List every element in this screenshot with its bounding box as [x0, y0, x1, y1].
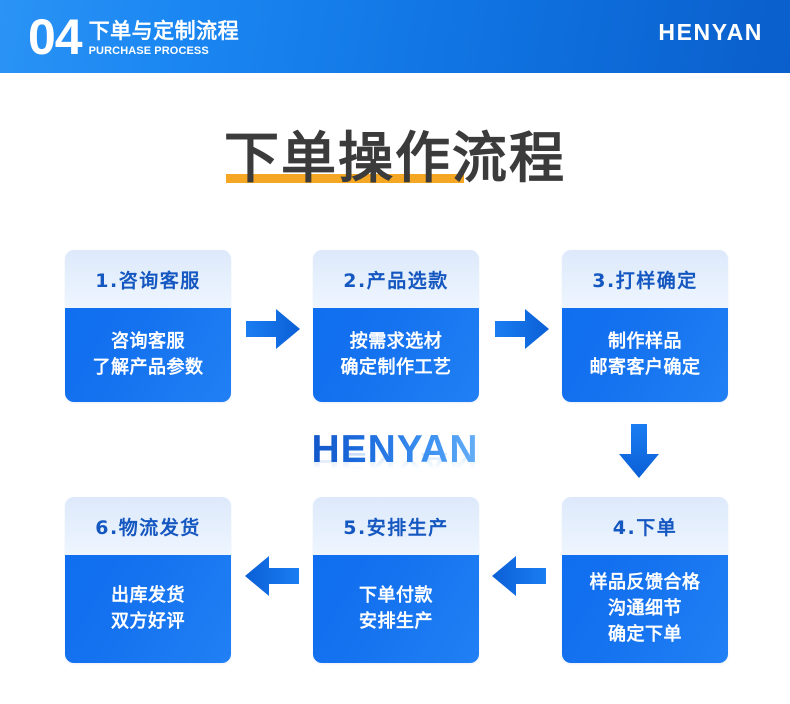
flow-step-body-4: 样品反馈合格 沟通细节 确定下单: [562, 555, 728, 663]
section-title-en: PURCHASE PROCESS: [88, 44, 209, 57]
flow-step-line: 样品反馈合格: [589, 572, 701, 593]
flow-step-body-6: 出库发货 双方好评: [65, 555, 231, 663]
page-title-wrapper: 下单操作流程: [0, 127, 790, 189]
flow-step-line: 邮寄客户确定: [589, 357, 701, 378]
banner-text-group: 下单与定制流程 PURCHASE PROCESS: [89, 15, 240, 59]
banner-heading-group: 04 下单与定制流程 PURCHASE PROCESS: [28, 0, 239, 73]
flow-step-line: 制作样品: [608, 331, 682, 352]
flow-step-heading-4: 4.下单: [562, 497, 728, 555]
arrow-right-icon: [246, 309, 300, 349]
page-title-inner: 下单操作流程: [224, 127, 566, 189]
flow-step-line: 了解产品参数: [92, 357, 204, 378]
flow-step-line: 咨询客服: [111, 331, 185, 352]
flow-step-line: 下单付款: [359, 585, 433, 606]
arrow-left-icon: [492, 556, 546, 596]
flow-step-body-1: 咨询客服 了解产品参数: [65, 308, 231, 402]
flow-step-heading-3: 3.打样确定: [562, 250, 728, 308]
flow-step-line: 安排生产: [359, 611, 433, 632]
flow-step-line: 出库发货: [111, 585, 185, 606]
flow-step-card-5[interactable]: 5.安排生产 下单付款 安排生产: [313, 497, 479, 663]
section-header-banner: 04 下单与定制流程 PURCHASE PROCESS HENYAN: [0, 0, 790, 73]
arrow-right-icon: [495, 309, 549, 349]
arrow-down-icon: [619, 424, 659, 478]
title-underline-highlight: [225, 174, 464, 183]
flow-step-body-2: 按需求选材 确定制作工艺: [313, 308, 479, 402]
flow-step-heading-1: 1.咨询客服: [65, 250, 231, 308]
flow-step-card-4[interactable]: 4.下单 样品反馈合格 沟通细节 确定下单: [562, 497, 728, 663]
flow-step-line: 确定制作工艺: [340, 357, 452, 378]
flow-step-card-2[interactable]: 2.产品选款 按需求选材 确定制作工艺: [313, 250, 479, 402]
section-number: 04: [28, 8, 83, 65]
brand-watermark-reflection: HENYAN: [311, 447, 479, 475]
section-title-cn: 下单与定制流程: [88, 18, 240, 43]
flow-step-line: 沟通细节: [608, 598, 682, 619]
flow-step-card-6[interactable]: 6.物流发货 出库发货 双方好评: [65, 497, 231, 663]
flow-step-card-3[interactable]: 3.打样确定 制作样品 邮寄客户确定: [562, 250, 728, 402]
flow-step-heading-6: 6.物流发货: [65, 497, 231, 555]
brand-logo-header: HENYAN: [658, 19, 763, 45]
flow-step-line: 按需求选材: [349, 331, 443, 352]
page-title: 下单操作流程: [223, 126, 566, 190]
flow-step-body-5: 下单付款 安排生产: [313, 555, 479, 663]
flow-step-heading-5: 5.安排生产: [313, 497, 479, 555]
arrow-left-icon: [245, 556, 299, 596]
flow-step-line: 确定下单: [608, 624, 682, 645]
flow-step-line: 双方好评: [111, 611, 185, 632]
flow-step-card-1[interactable]: 1.咨询客服 咨询客服 了解产品参数: [65, 250, 231, 402]
flow-step-body-3: 制作样品 邮寄客户确定: [562, 308, 728, 402]
flow-step-heading-2: 2.产品选款: [313, 250, 479, 308]
brand-watermark-text: HENYAN: [311, 428, 479, 471]
